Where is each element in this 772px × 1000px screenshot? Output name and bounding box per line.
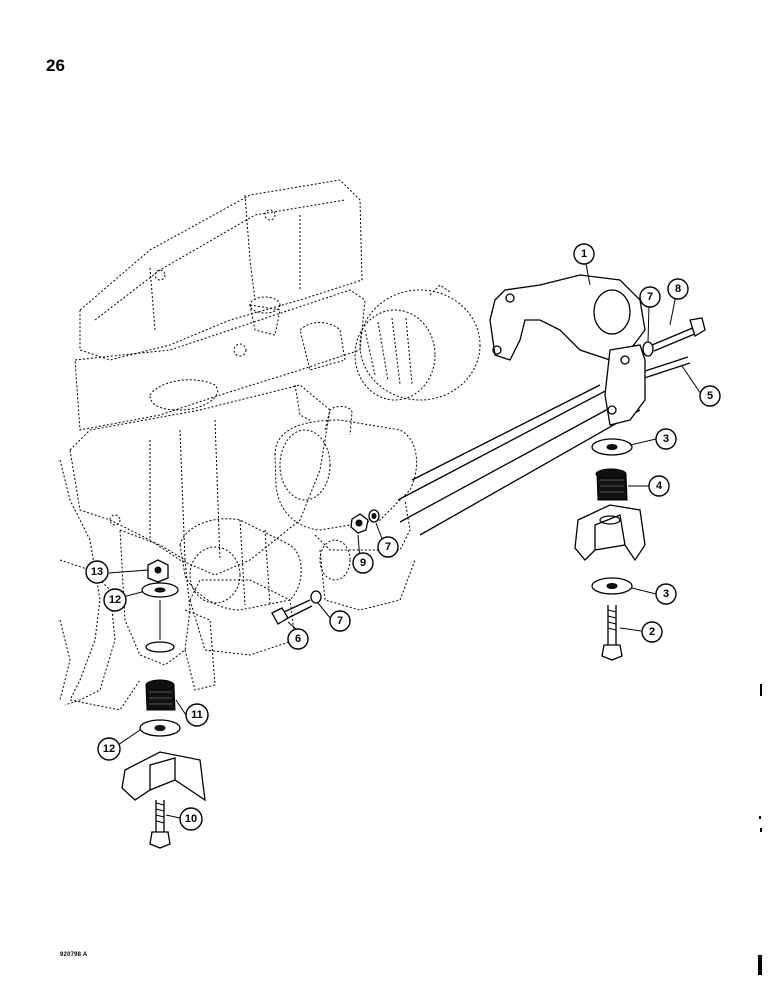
callout-3-upper: 3 — [655, 428, 677, 450]
svg-text:10: 10 — [185, 813, 197, 825]
scan-edge-marks — [758, 684, 762, 975]
callout-12-lower: 12 — [97, 737, 121, 761]
callout-7-lower: 7 — [329, 610, 351, 632]
svg-text:6: 6 — [295, 633, 301, 645]
callout-3-lower: 3 — [655, 583, 677, 605]
callout-1: 1 — [573, 243, 595, 265]
svg-text:13: 13 — [91, 566, 103, 578]
callout-11: 11 — [185, 703, 209, 727]
svg-text:1: 1 — [581, 248, 587, 260]
leader-lines — [108, 263, 702, 819]
figure-code: 920798 A — [60, 952, 88, 958]
callout-2: 2 — [641, 621, 663, 643]
svg-text:3: 3 — [663, 588, 669, 600]
svg-text:7: 7 — [337, 615, 343, 627]
callout-10: 10 — [179, 807, 203, 831]
callout-9: 9 — [352, 552, 374, 574]
svg-text:2: 2 — [649, 626, 655, 638]
svg-text:12: 12 — [109, 594, 121, 606]
front-support-bracket — [489, 274, 646, 426]
svg-text:8: 8 — [675, 283, 681, 295]
bolt-part-8 — [651, 317, 706, 352]
engine-block-phantom — [59, 179, 481, 711]
svg-text:3: 3 — [663, 433, 669, 445]
callout-6: 6 — [287, 628, 309, 650]
cross-shaft — [397, 377, 641, 536]
washer-part-7-lower — [310, 590, 322, 604]
callout-8: 8 — [667, 278, 689, 300]
alternator-phantom — [354, 284, 481, 401]
svg-text:12: 12 — [103, 743, 115, 755]
bolt-part-6 — [271, 599, 313, 625]
svg-text:5: 5 — [707, 390, 713, 402]
left-mount-stack — [121, 559, 206, 849]
washer-part-7-front — [642, 341, 654, 357]
svg-text:4: 4 — [656, 480, 663, 492]
callout-7-front: 7 — [639, 286, 661, 308]
right-mount-stack — [574, 438, 646, 661]
callout-7-middle: 7 — [377, 536, 399, 558]
svg-text:9: 9 — [360, 557, 366, 569]
svg-text:11: 11 — [191, 709, 203, 721]
svg-text:7: 7 — [385, 541, 391, 553]
callout-5: 5 — [699, 385, 721, 407]
svg-text:7: 7 — [647, 291, 653, 303]
filter-housing-phantom — [274, 406, 418, 611]
callout-13: 13 — [85, 560, 109, 584]
callout-12-upper: 12 — [103, 588, 127, 612]
callout-4: 4 — [648, 475, 670, 497]
page-number: 26 — [46, 56, 65, 75]
nut-and-washer-9-7 — [350, 509, 380, 534]
